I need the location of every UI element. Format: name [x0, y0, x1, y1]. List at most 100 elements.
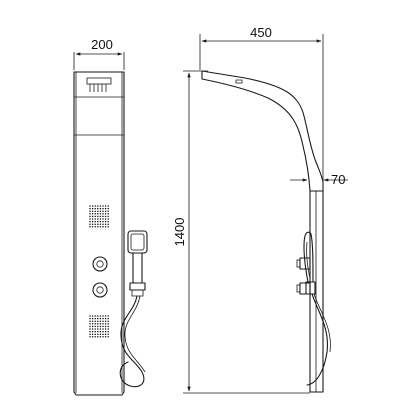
jet-nozzle — [94, 223, 96, 225]
jet-nozzle — [89, 336, 91, 338]
jet-nozzle — [89, 317, 91, 320]
jet-nozzle — [89, 205, 91, 207]
diverter-knob-side — [296, 257, 311, 270]
jet-nozzle — [107, 315, 109, 317]
depth-dimension-label: 450 — [250, 25, 272, 40]
jet-nozzle — [107, 218, 109, 220]
jet-nozzle — [89, 333, 91, 335]
front-view: 200 — [73, 37, 148, 396]
jet-nozzle — [104, 328, 107, 330]
jet-nozzle — [104, 330, 107, 333]
jet-nozzle — [97, 315, 99, 317]
jet-nozzle — [104, 213, 107, 215]
jet-nozzle — [99, 215, 102, 218]
jet-nozzle — [104, 207, 107, 210]
body-jets-upper — [89, 205, 109, 228]
jet-nozzle — [99, 323, 102, 325]
jet-nozzle — [91, 328, 94, 330]
jet-nozzle — [94, 330, 96, 333]
jet-nozzle — [107, 220, 109, 223]
height-dimension-label: 1400 — [172, 218, 187, 247]
jet-nozzle — [94, 213, 96, 215]
jet-nozzle — [102, 317, 104, 320]
thermostat-knob — [92, 282, 108, 298]
jet-nozzle — [102, 226, 104, 228]
jet-nozzle — [97, 223, 99, 225]
jet-nozzle — [99, 315, 102, 317]
jet-nozzle — [91, 218, 94, 220]
jet-nozzle — [104, 226, 107, 228]
jet-nozzle — [104, 317, 107, 320]
jet-nozzle — [94, 333, 96, 335]
jet-nozzle — [102, 213, 104, 215]
jet-nozzle — [91, 213, 94, 215]
jet-nozzle — [97, 325, 99, 328]
rain-head-grille — [86, 77, 112, 92]
shower-arm-profile — [201, 70, 324, 192]
jet-nozzle — [107, 333, 109, 335]
jet-nozzle — [99, 317, 102, 320]
jet-nozzle — [94, 317, 96, 320]
arm-nozzle — [235, 79, 243, 84]
jet-nozzle — [104, 210, 107, 212]
jet-nozzle — [97, 210, 99, 212]
height-dimension: 1400 — [172, 70, 310, 394]
jet-nozzle — [107, 213, 109, 215]
jet-nozzle — [99, 213, 102, 215]
jet-nozzle — [91, 207, 94, 210]
jet-nozzle — [89, 330, 91, 333]
jet-nozzle — [91, 215, 94, 218]
jet-nozzle — [107, 328, 109, 330]
jet-nozzle — [89, 220, 91, 223]
jet-nozzle — [102, 223, 104, 225]
jet-nozzle — [89, 213, 91, 215]
jet-nozzle — [91, 205, 94, 207]
jet-nozzle — [89, 325, 91, 328]
jet-nozzle — [89, 210, 91, 212]
jet-nozzle — [107, 330, 109, 333]
jet-nozzle — [104, 336, 107, 338]
body-jets-lower — [89, 315, 109, 338]
jet-nozzle — [99, 207, 102, 210]
jet-nozzle — [91, 336, 94, 338]
jet-nozzle — [94, 328, 96, 330]
jet-nozzle — [104, 215, 107, 218]
jet-nozzle — [91, 333, 94, 335]
jet-nozzle — [94, 336, 96, 338]
jet-nozzle — [102, 210, 104, 212]
hose-front — [119, 295, 146, 388]
jet-nozzle — [91, 330, 94, 333]
jet-nozzle — [89, 226, 91, 228]
width-dimension-label: 200 — [91, 37, 113, 52]
jet-nozzle — [94, 325, 96, 328]
jet-nozzle — [102, 320, 104, 322]
thermostat-knob-side — [296, 282, 311, 295]
panel-body — [73, 71, 125, 396]
jet-nozzle — [99, 333, 102, 335]
jet-nozzle — [89, 328, 91, 330]
jet-nozzle — [97, 317, 99, 320]
jet-nozzle — [97, 215, 99, 218]
jet-nozzle — [102, 333, 104, 335]
jet-nozzle — [91, 315, 94, 317]
jet-nozzle — [107, 226, 109, 228]
jet-nozzle — [99, 218, 102, 220]
jet-nozzle — [97, 207, 99, 210]
jet-nozzle — [97, 328, 99, 330]
jet-nozzle — [104, 323, 107, 325]
jet-nozzle — [94, 210, 96, 212]
jet-nozzle — [94, 215, 96, 218]
jet-nozzle — [99, 223, 102, 225]
jet-nozzle — [107, 210, 109, 212]
jet-nozzle — [104, 218, 107, 220]
jet-nozzle — [89, 218, 91, 220]
jet-nozzle — [97, 330, 99, 333]
jet-nozzle — [91, 325, 94, 328]
diverter-knob — [92, 256, 108, 272]
jet-nozzle — [89, 223, 91, 225]
depth-dimension: 450 — [199, 25, 324, 190]
jet-nozzle — [94, 315, 96, 317]
jet-nozzle — [97, 220, 99, 223]
jet-nozzle — [104, 333, 107, 335]
jet-nozzle — [97, 320, 99, 322]
